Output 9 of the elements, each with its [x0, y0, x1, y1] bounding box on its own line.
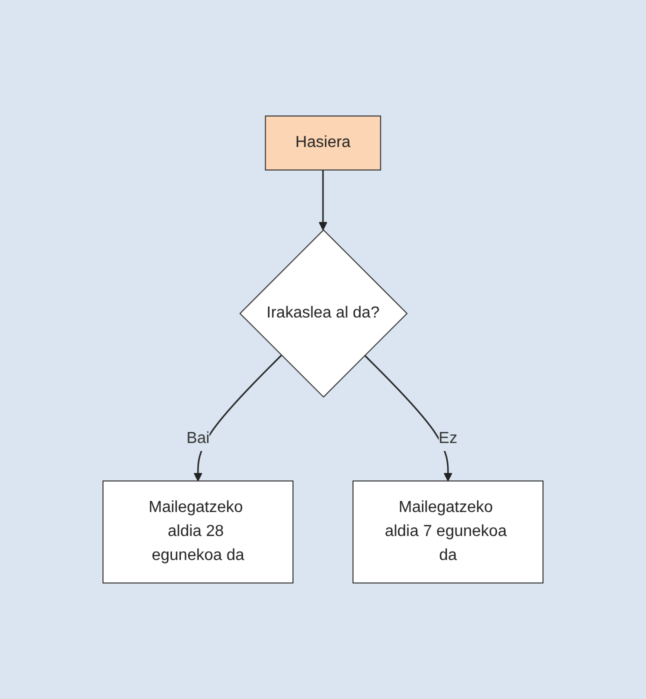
node-diamond: Irakaslea al da? [239, 229, 408, 398]
node-box: Mailegatzeko aldia 7 egunekoa da [352, 480, 544, 584]
edge-label: Bai [186, 430, 210, 447]
node-box: Hasiera [264, 116, 382, 171]
node-box: Mailegatzeko aldia 28 egunekoa da [102, 480, 294, 584]
arrow [318, 170, 328, 230]
arrow [364, 354, 452, 482]
edge-label: Ez [438, 430, 458, 447]
arrow [194, 354, 282, 482]
